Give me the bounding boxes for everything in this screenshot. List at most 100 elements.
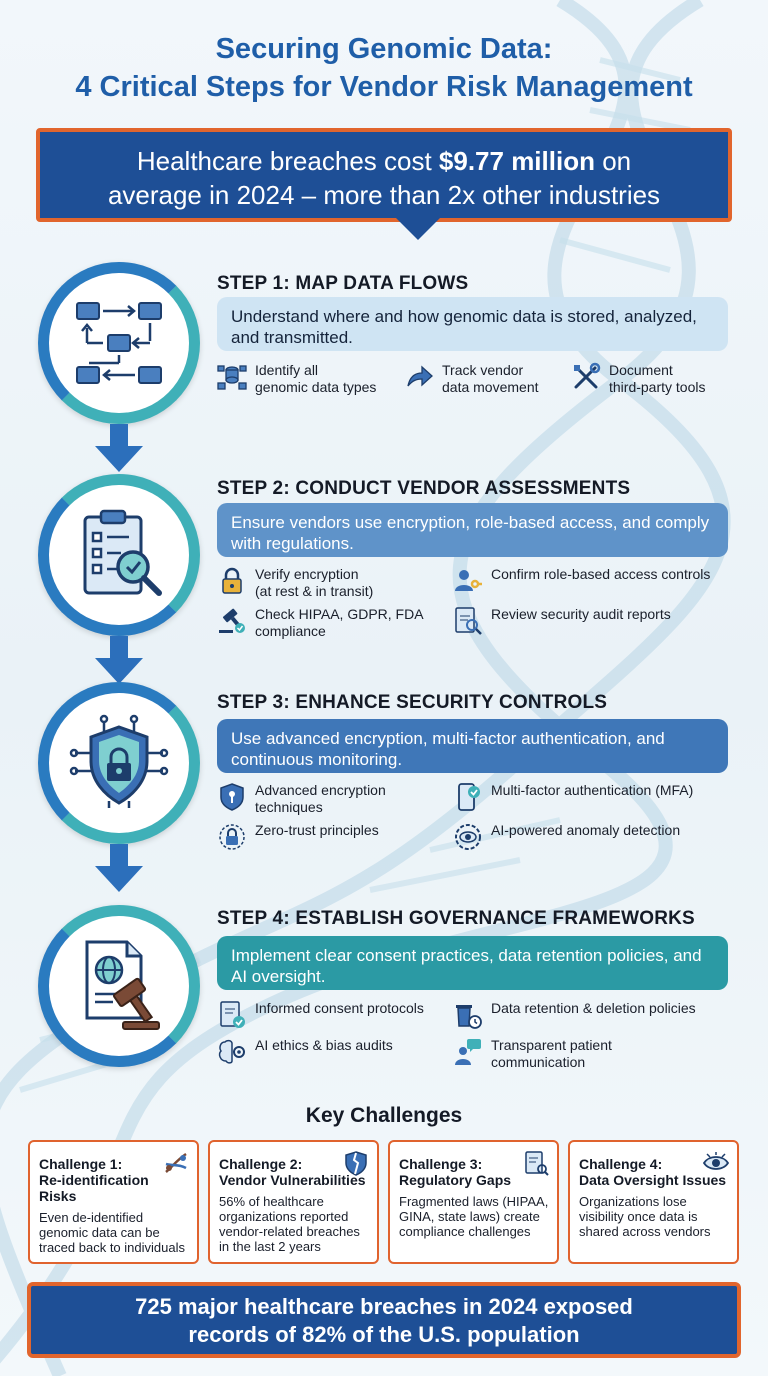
step-2-item-3-text: Check HIPAA, GDPR, FDA bbox=[255, 606, 424, 622]
step-1-title: STEP 1: MAP DATA FLOWS bbox=[217, 273, 469, 294]
step-4-item-1-text: Informed consent protocols bbox=[255, 1000, 424, 1016]
challenge-card-3: Challenge 3: Regulatory Gaps Fragmented … bbox=[388, 1140, 559, 1264]
key-challenges-title: Key Challenges bbox=[305, 1104, 463, 1127]
step-4-item-3: AI ethics & bias audits bbox=[217, 1037, 447, 1067]
step-3-description: Use advanced encryption, multi-factor au… bbox=[217, 719, 728, 773]
data-flow-icon bbox=[76, 302, 162, 384]
footer-line-2: records of 82% of the U.S. population bbox=[188, 1322, 580, 1347]
step-2-item-2: Confirm role-based access controls bbox=[453, 566, 733, 596]
challenge-3-body: Fragmented laws (HIPAA, GINA, state laws… bbox=[399, 1194, 549, 1239]
step-1-description: Understand where and how genomic data is… bbox=[217, 297, 728, 351]
step-4-item-4-text-2: communication bbox=[491, 1054, 586, 1070]
audit-report-icon bbox=[455, 607, 482, 635]
eye-icon bbox=[703, 1152, 729, 1170]
step-1-item-2-text-2: data movement bbox=[442, 379, 539, 395]
step-2-title: STEP 2: CONDUCT VENDOR ASSESSMENTS bbox=[217, 478, 631, 499]
dna-icon bbox=[165, 1152, 187, 1173]
challenge-card-4: Challenge 4: Data Oversight Issues Organ… bbox=[568, 1140, 739, 1264]
title-line-1: Securing Genomic Data: bbox=[215, 33, 553, 65]
step-4-title: STEP 4: ESTABLISH GOVERNANCE FRAMEWORKS bbox=[217, 908, 695, 929]
banner-highlight: $9.77 million bbox=[438, 146, 595, 176]
challenge-4-body: Organizations lose visibility once data … bbox=[579, 1194, 711, 1239]
padlock-icon bbox=[222, 567, 242, 594]
patient-chat-icon bbox=[455, 1039, 481, 1065]
shield-key-icon bbox=[220, 783, 244, 811]
banner-text-post: on bbox=[594, 146, 632, 176]
banner-pointer bbox=[396, 218, 440, 240]
challenge-card-2: Challenge 2: Vendor Vulnerabilities 56% … bbox=[208, 1140, 379, 1264]
step-2-arrow-icon bbox=[95, 658, 143, 684]
step-4-description: Implement clear consent practices, data … bbox=[217, 936, 728, 990]
step-2-item-2-text: Confirm role-based access controls bbox=[491, 566, 711, 582]
step-1-item-3-text-2: third-party tools bbox=[609, 379, 706, 395]
step-4-item-4-text: Transparent patient bbox=[491, 1037, 612, 1053]
step-3-item-3: Zero-trust principles bbox=[217, 822, 442, 852]
banner-text-pre: Healthcare breaches cost bbox=[136, 146, 439, 176]
step-3-item-3-text: Zero-trust principles bbox=[255, 822, 379, 838]
user-key-icon bbox=[455, 570, 482, 591]
step-2-item-1-text-2: (at rest & in transit) bbox=[255, 583, 374, 599]
step-4-item-2: Data retention & deletion policies bbox=[453, 1000, 738, 1030]
zero-trust-lock-icon bbox=[219, 824, 245, 850]
trash-clock-icon bbox=[456, 1005, 482, 1029]
step-3-arrow-shaft bbox=[110, 844, 128, 868]
step-1-item-1-text: Identify all bbox=[255, 362, 319, 378]
banner-line-2: average in 2024 – more than 2x other ind… bbox=[107, 180, 661, 210]
document-gavel-icon bbox=[85, 940, 160, 1030]
step-2-item-3-text-2: compliance bbox=[255, 623, 326, 639]
step-2-item-1-text: Verify encryption bbox=[255, 566, 359, 582]
page-title: Securing Genomic Data: 4 Critical Steps … bbox=[0, 30, 768, 106]
tools-icon bbox=[574, 362, 601, 389]
step-3-item-2: Multi-factor authentication (MFA) bbox=[453, 782, 733, 812]
step-3-circle bbox=[38, 682, 200, 844]
step-3-item-1-text-2: techniques bbox=[255, 799, 323, 815]
step-2-item-1: Verify encryption(at rest & in transit) bbox=[217, 566, 442, 600]
ai-eye-icon bbox=[455, 824, 481, 850]
breach-stat-footer: 725 major healthcare breaches in 2024 ex… bbox=[27, 1282, 741, 1358]
challenge-2-body: 56% of healthcare organizations reported… bbox=[219, 1194, 360, 1254]
step-1-arrow-icon bbox=[95, 446, 143, 472]
ai-brain-icon bbox=[218, 1039, 245, 1064]
step-3-arrow-icon bbox=[95, 866, 143, 892]
shield-lock-circuit-icon bbox=[69, 714, 169, 808]
step-3-item-4: AI-powered anomaly detection bbox=[453, 822, 733, 852]
step-2-arrow-shaft bbox=[110, 636, 128, 660]
footer-line-1: 725 major healthcare breaches in 2024 ex… bbox=[135, 1294, 633, 1319]
step-4-item-3-text: AI ethics & bias audits bbox=[255, 1037, 393, 1053]
step-3-item-2-text: Multi-factor authentication (MFA) bbox=[491, 782, 694, 798]
step-2-item-4: Review security audit reports bbox=[453, 606, 733, 636]
challenge-card-1: Challenge 1: Re-identification Risks Eve… bbox=[28, 1140, 199, 1264]
step-1-item-2-text: Track vendor bbox=[442, 362, 524, 378]
consent-document-icon bbox=[220, 1001, 245, 1028]
step-4-circle bbox=[38, 905, 200, 1067]
cost-banner: Healthcare breaches cost $9.77 million o… bbox=[36, 128, 732, 240]
clipboard-search-icon bbox=[83, 509, 162, 596]
step-4-item-2-text: Data retention & deletion policies bbox=[491, 1000, 696, 1016]
step-2-description: Ensure vendors use encryption, role-base… bbox=[217, 503, 728, 557]
step-1-item-3-text: Document bbox=[609, 362, 673, 378]
step-1-arrow-shaft bbox=[110, 424, 128, 448]
law-document-icon bbox=[525, 1151, 549, 1176]
title-line-2: 4 Critical Steps for Vendor Risk Managem… bbox=[75, 71, 693, 103]
share-arrow-icon bbox=[407, 365, 433, 387]
database-network-icon bbox=[217, 365, 247, 390]
challenge-1-subtitle: Re-identification Risks bbox=[39, 1172, 149, 1204]
gavel-check-icon bbox=[219, 608, 245, 633]
mobile-check-icon bbox=[458, 783, 480, 811]
challenge-1-body: Even de-identified genomic data can be t… bbox=[39, 1210, 185, 1255]
step-2-item-4-text: Review security audit reports bbox=[491, 606, 671, 622]
step-3-item-4-text: AI-powered anomaly detection bbox=[491, 822, 681, 838]
broken-shield-icon bbox=[345, 1151, 367, 1176]
step-1-circle bbox=[38, 262, 200, 424]
step-4-item-1: Informed consent protocols bbox=[217, 1000, 447, 1030]
step-3-title: STEP 3: ENHANCE SECURITY CONTROLS bbox=[217, 692, 608, 713]
step-2-circle bbox=[38, 474, 200, 636]
step-3-item-1-text: Advanced encryption bbox=[255, 782, 386, 798]
step-1-item-1-text-2: genomic data types bbox=[255, 379, 377, 395]
